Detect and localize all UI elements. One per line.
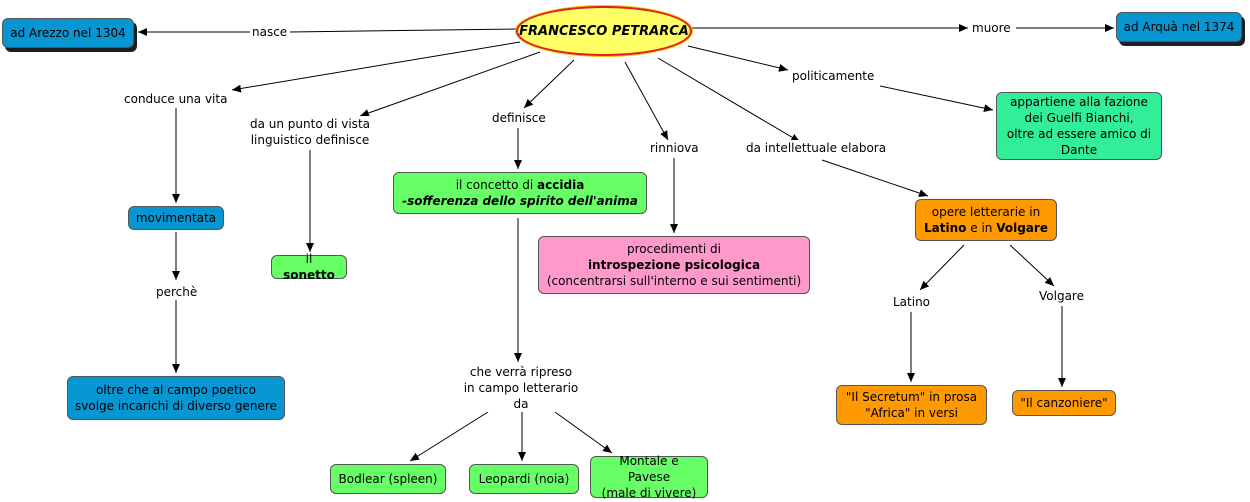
node-bodlear[interactable]: Bodlear (spleen) [330,464,446,494]
line-root-nasce [289,28,517,33]
line-root-linguistico [359,51,541,117]
line-ripreso-bodlear [409,411,489,462]
node-montale-pavese[interactable]: Montale e Pavese (male di vivere) [590,454,708,500]
link-volgare: Volgare [1039,288,1084,304]
line-ripreso-montale [554,411,613,454]
line-politicamente-guelfi [879,85,994,113]
link-definisce: definisce [492,110,546,126]
link-latino: Latino [893,294,931,310]
link-politicamente: politicamente [792,68,875,84]
link-rinniova: rinniova [650,140,699,156]
line-root-definisce [523,59,575,109]
node-arqua[interactable]: ad Arquà nel 1374 [1116,12,1242,42]
node-canzoniere[interactable]: "Il canzoniere" [1012,390,1116,416]
link-muore: muore [972,20,1011,36]
line-opere-volgare [1009,244,1055,287]
node-leopardi[interactable]: Leopardi (noia) [469,464,579,494]
node-opere-letterarie[interactable]: opere letterarie in Latino e in Volgare [915,199,1057,241]
line-root-intellettuale [657,57,801,143]
node-campo-poetico[interactable]: oltre che al campo poetico svolge incari… [67,376,285,420]
line-intellettuale-opere [821,159,929,197]
node-guelfi-bianchi[interactable]: appartiene alla fazione dei Guelfi Bianc… [996,92,1162,160]
node-sonetto[interactable]: il sonetto [271,252,347,282]
root-node-francesco-petrarca[interactable]: FRANCESCO PETRARCA [516,6,692,56]
root-label: FRANCESCO PETRARCA [519,23,689,39]
line-root-conduce [231,41,521,93]
link-intellettuale: da intellettuale elabora [746,140,887,156]
link-perche: perchè [156,284,198,300]
node-secretum-africa[interactable]: "Il Secretum" in prosa "Africa" in versi [836,385,987,425]
node-introspezione[interactable]: procedimenti di introspezione psicologic… [538,236,810,294]
line-root-politicamente [687,45,789,72]
line-root-rinniova [624,61,669,141]
link-nasce: nasce [252,24,288,40]
node-arezzo[interactable]: ad Arezzo nel 1304 [2,18,134,48]
node-accidia[interactable]: il concetto di accidia -sofferenza dello… [393,172,647,214]
link-conduce-una-vita: conduce una vita [124,91,228,107]
line-opere-latino [919,244,965,291]
node-movimentata[interactable]: movimentata [128,206,224,230]
